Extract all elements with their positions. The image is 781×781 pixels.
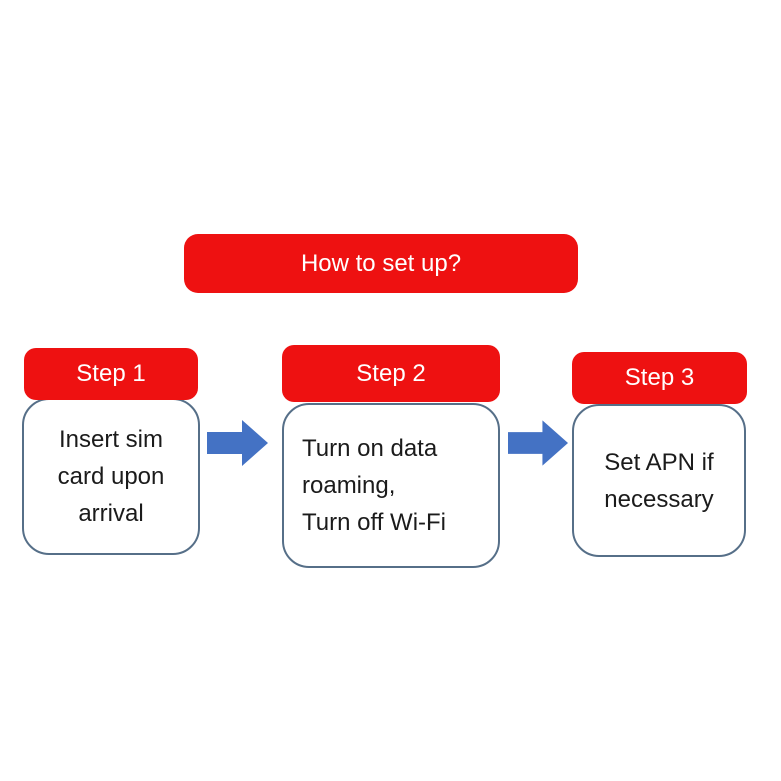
step-3-body: Set APN if necessary <box>572 404 746 557</box>
step-2-body: Turn on data roaming, Turn off Wi-Fi <box>282 403 500 568</box>
diagram-title: How to set up? <box>184 234 578 293</box>
step-1-body-line: arrival <box>78 500 144 527</box>
step-1-body-line: Insert sim <box>58 426 163 453</box>
step-1-body: Insert sim card upon arrival <box>22 398 200 555</box>
right-block-arrow-icon <box>508 419 569 467</box>
step-3-header: Step 3 <box>572 352 747 404</box>
step-1-header: Step 1 <box>24 348 198 400</box>
step-3-body-line: necessary <box>604 485 714 513</box>
step-2-header-label: Step 2 <box>356 359 426 387</box>
step-1-header-label: Step 1 <box>76 360 146 387</box>
step-3-body-line: Set APN if <box>604 448 714 476</box>
step-2-body-line: roaming, <box>302 472 396 499</box>
step-3-header-label: Step 3 <box>624 364 695 391</box>
diagram-title-label: How to set up? <box>300 249 462 277</box>
step-2-body-line: Turn on data <box>302 435 438 462</box>
step-1-body-line: card upon <box>57 463 165 490</box>
step-2-header: Step 2 <box>282 345 500 402</box>
right-block-arrow-icon <box>207 419 269 467</box>
step-2-body-line: Turn off Wi-Fi <box>302 509 447 536</box>
